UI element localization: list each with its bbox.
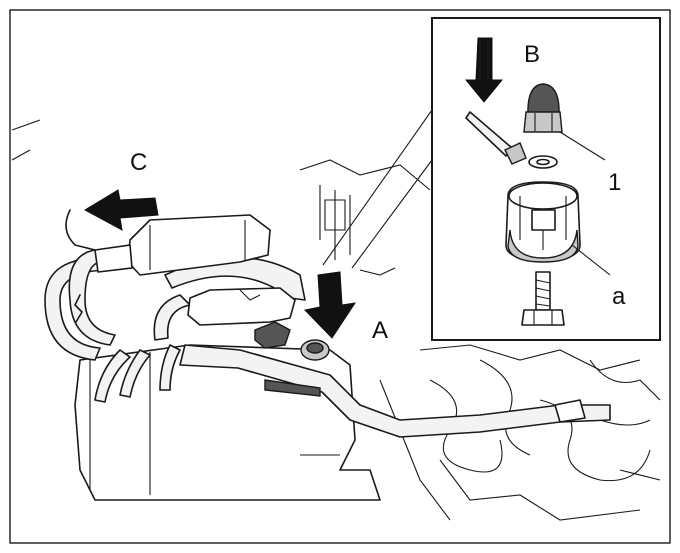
relay-box — [94, 214, 271, 276]
label-a: A — [372, 317, 388, 344]
wire-harness — [44, 249, 306, 403]
engine-bay-background — [11, 119, 661, 521]
label-c: C — [130, 149, 147, 176]
inset-leader — [322, 109, 433, 269]
left-arrow-icon — [83, 189, 159, 231]
down-arrow-icon — [304, 271, 357, 339]
label-part-1: 1 — [608, 169, 621, 196]
label-b: B — [524, 41, 540, 68]
battery-cable — [179, 344, 611, 438]
terminal-nut — [254, 321, 330, 361]
inset-detail-b: B 1 a — [431, 17, 661, 341]
label-part-a: a — [612, 283, 626, 310]
fuse-block — [187, 287, 296, 326]
inset-down-arrow-icon — [464, 37, 504, 103]
